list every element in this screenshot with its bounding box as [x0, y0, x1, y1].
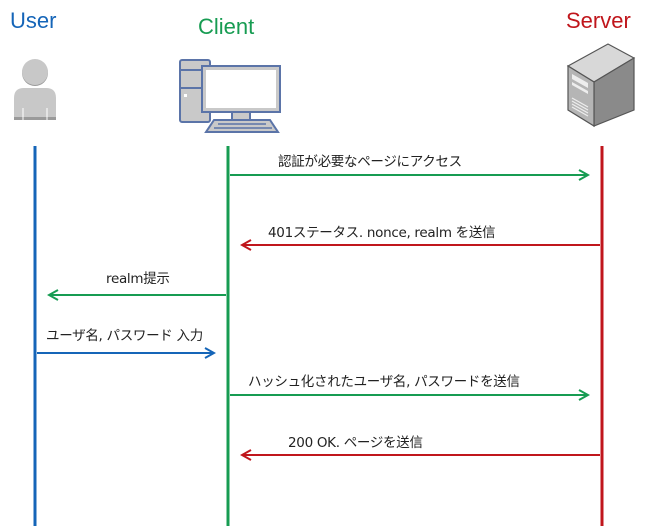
server-tower-icon	[566, 43, 636, 128]
actor-title-server: Server	[566, 8, 631, 33]
person-icon	[14, 59, 56, 120]
desktop-computer-icon	[179, 59, 281, 133]
actor-title-user: User	[10, 8, 57, 33]
message-label: ハッシュ化されたユーザ名, パスワードを送信	[248, 374, 520, 390]
message-label: 認証が必要なページにアクセス	[278, 154, 462, 170]
message-label: 200 OK. ページを送信	[288, 435, 423, 451]
message-label: ユーザ名, パスワード 入力	[46, 328, 203, 344]
message-label: realm提示	[106, 271, 170, 287]
actor-title-client: Client	[198, 14, 255, 39]
message-label: 401ステータス. nonce, realm を送信	[268, 225, 496, 241]
